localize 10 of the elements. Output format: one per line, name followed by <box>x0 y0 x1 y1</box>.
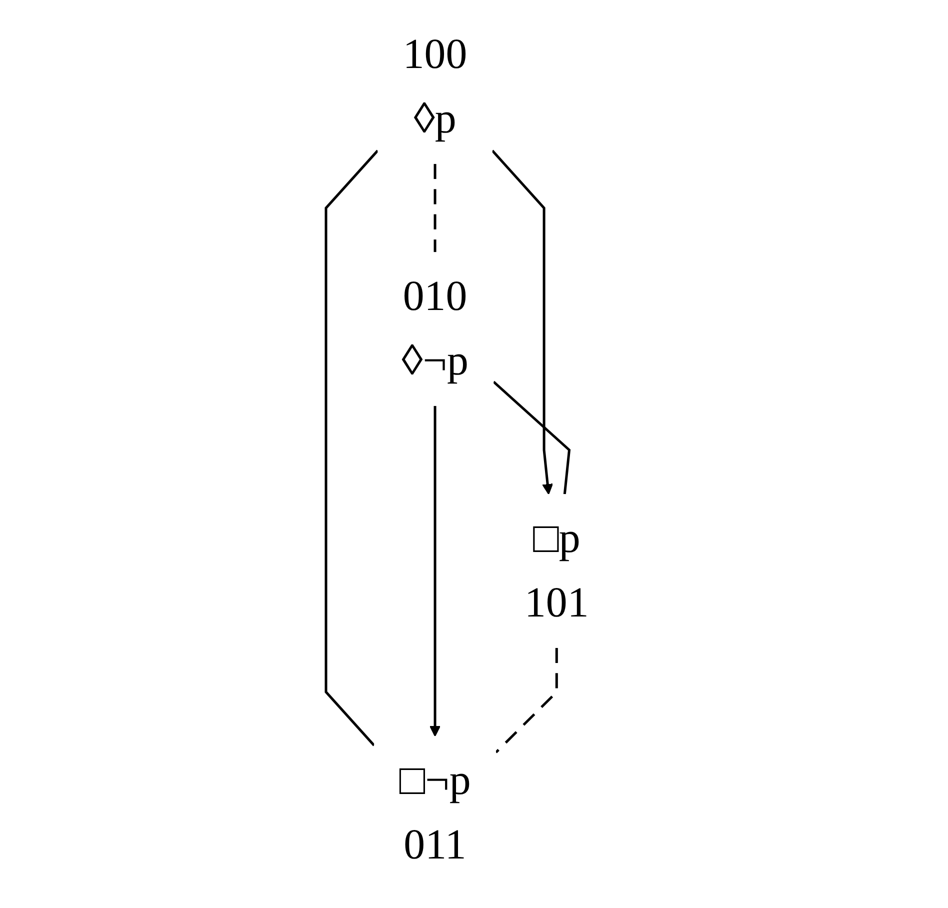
node-text: □p 101 <box>524 516 589 626</box>
node-text: □¬p 011 <box>399 758 471 868</box>
connector <box>434 164 436 252</box>
connector <box>324 150 379 746</box>
arrow <box>429 406 441 737</box>
connector <box>495 648 558 754</box>
arrow <box>491 150 554 495</box>
node-text: 010 ◊¬p <box>402 274 468 384</box>
node-text: 100 ◊p <box>402 32 468 142</box>
connector <box>492 380 571 494</box>
